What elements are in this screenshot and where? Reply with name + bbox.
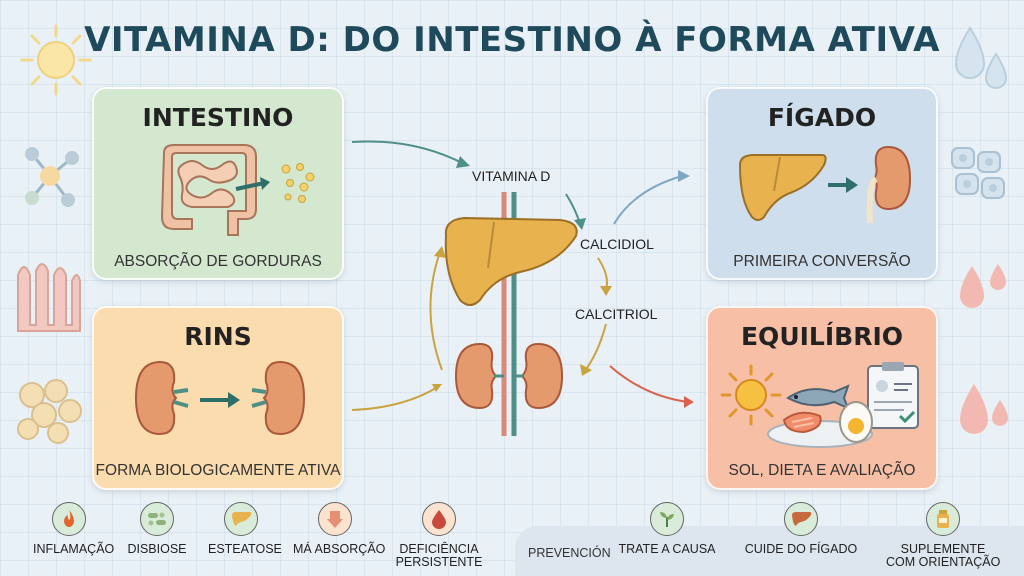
supplement-bottle-icon [926, 502, 960, 536]
intestine-icon [160, 144, 270, 236]
problem-ma-absorcao: MÁ ABSORÇÃO [293, 502, 386, 556]
kidney-icon [134, 360, 189, 436]
cells-decoration-icon [951, 147, 1005, 199]
flame-icon [52, 502, 86, 536]
problem-label: DISBIOSE [127, 542, 187, 556]
problem-label: INFLAMAÇÃO [33, 542, 115, 556]
malabsorption-icon [318, 502, 352, 536]
liver-icon [738, 154, 827, 221]
food-plate-icon [767, 384, 873, 448]
flow-label-calcitriol: CALCITRIOL [575, 306, 658, 322]
arrow-icon [828, 177, 858, 193]
problem-label: MÁ ABSORÇÃO [293, 542, 386, 556]
equilibrio-caption: SOL, DIETA E AVALIAÇÃO [728, 462, 916, 479]
problem-inflamacao: INFLAMAÇÃO [33, 502, 115, 556]
center-organs-diagram [351, 140, 694, 436]
problem-label: ESTEATOSE [208, 542, 282, 556]
fat-droplets-icon [281, 163, 315, 203]
figado-caption: PRIMEIRA CONVERSÃO [733, 253, 911, 270]
prevention-cuide-do-figado: CUIDE DO FÍGADO [744, 502, 858, 556]
arrow-icon [200, 392, 240, 408]
kidney-icon [866, 145, 912, 224]
flow-label-calcidiol: CALCIDIOL [580, 236, 654, 252]
sun-decoration-icon [20, 24, 92, 96]
intestino-caption: ABSORÇÃO DE GORDURAS [114, 253, 322, 270]
equilibrio-title: EQUILÍBRIO [740, 322, 904, 351]
liver-icon [784, 502, 818, 536]
rins-card: RINS FORMA BIOLOGICAMENTE ATIVA [92, 306, 344, 490]
kidney-icon [251, 360, 306, 436]
problem-esteatose: ESTEATOSE [208, 502, 282, 556]
prevention-item-label: CUIDE DO FÍGADO [744, 542, 858, 556]
problem-disbiose: DISBIOSE [126, 502, 188, 556]
intestino-title: INTESTINO [142, 103, 294, 132]
molecule-decoration-icon [25, 147, 79, 207]
bacteria-icon [140, 502, 174, 536]
rins-caption: FORMA BIOLOGICAMENTE ATIVA [95, 462, 341, 479]
prevention-trate-a-causa: TRATE A CAUSA [615, 502, 719, 556]
page-title: VITAMINA D: DO INTESTINO À FORMA ATIVA [84, 20, 940, 60]
water-drops-decoration-icon [954, 26, 1008, 89]
prevention-item-label: TRATE A CAUSA [618, 542, 716, 556]
equilibrio-card: EQUILÍBRIO SOL, DIETA E AVALIAÇÃO [706, 306, 938, 490]
cells-decoration-icon [17, 379, 82, 444]
rins-title: RINS [184, 322, 252, 351]
flow-label-vitamina-d: VITAMINA D [472, 168, 551, 184]
sprout-icon [650, 502, 684, 536]
clipboard-icon [867, 362, 919, 429]
blood-drop-icon [422, 502, 456, 536]
figado-card: FÍGADO PRIMEIRA CONVERSÃO [706, 87, 938, 280]
sun-icon [720, 364, 782, 426]
blood-drops-decoration-icon [960, 264, 1006, 308]
villi-decoration-icon [17, 263, 81, 332]
prevention-label: PREVENCIÓN [528, 546, 611, 560]
figado-title: FÍGADO [767, 103, 877, 132]
intestino-card: INTESTINO ABSORÇÃO DE GORDURAS [92, 87, 344, 280]
blood-drops-decoration-icon [960, 384, 1008, 434]
fatty-liver-icon [224, 502, 258, 536]
